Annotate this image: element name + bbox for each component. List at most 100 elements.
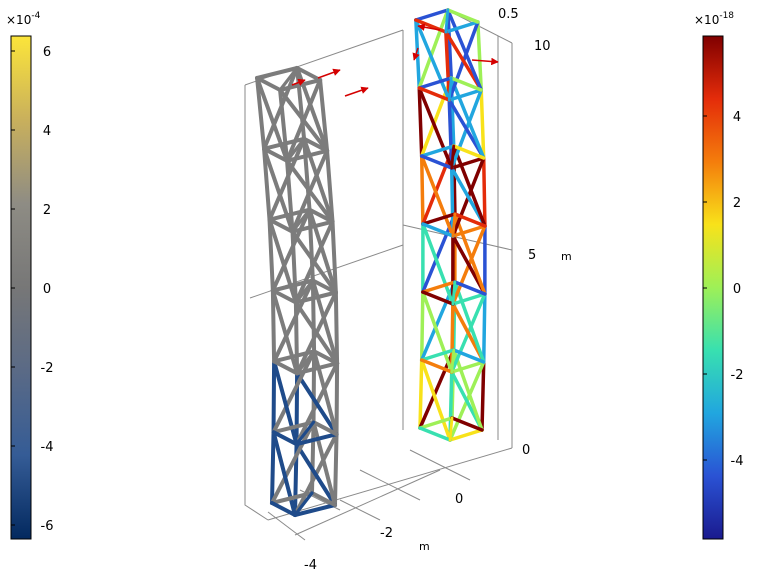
truss-member <box>278 66 299 92</box>
truss-member <box>270 288 298 305</box>
truss-member <box>476 20 483 92</box>
colorbar-tick-label: -2 <box>731 368 744 383</box>
truss-member <box>418 426 452 442</box>
truss-member <box>421 212 457 226</box>
truss-member <box>419 154 425 226</box>
truss-member <box>419 154 454 170</box>
truss-member <box>418 416 454 430</box>
truss-member <box>451 144 486 160</box>
truss-member <box>419 358 454 374</box>
truss-member <box>451 348 484 432</box>
truss-member <box>272 359 299 447</box>
truss-member <box>271 359 277 435</box>
load-arrow <box>344 86 369 97</box>
truss-member <box>285 137 306 163</box>
truss-member <box>270 278 315 293</box>
truss-member <box>449 360 486 374</box>
x-tick-label: -2 <box>380 526 393 541</box>
truss-member <box>453 280 486 364</box>
truss-member <box>262 146 290 163</box>
truss-member <box>444 8 450 34</box>
load-arrow <box>471 57 499 66</box>
grid-floor-mid-1 <box>339 499 381 521</box>
truss-member <box>333 290 340 366</box>
truss-member <box>270 501 297 517</box>
truss-member <box>294 432 339 447</box>
truss-member <box>294 278 315 305</box>
truss-member <box>272 359 300 376</box>
truss-member <box>333 432 339 507</box>
colorbar-tick-label: -4 <box>41 440 54 455</box>
truss-member <box>451 348 486 364</box>
right-colorbar-ticks: 4 2 0 -2 -4 <box>703 110 743 469</box>
truss-member <box>267 136 307 222</box>
colorbar-tick-label: -4 <box>731 454 744 469</box>
colorbar-tick-label: 2 <box>43 203 51 218</box>
z-tick-label: 5 <box>528 248 536 263</box>
truss-member <box>290 208 312 234</box>
truss-member <box>318 78 330 153</box>
truss-member <box>419 358 452 442</box>
truss-member <box>255 76 283 92</box>
truss-member <box>451 280 457 306</box>
left-truss-tower <box>255 66 340 517</box>
truss-member <box>334 361 340 437</box>
z-tick-label: 0 <box>522 443 530 458</box>
truss-member <box>417 8 450 90</box>
truss-member <box>450 144 456 170</box>
z-axis-labels: 0.5 10 5 0 m <box>498 7 572 458</box>
truss-member <box>414 18 451 102</box>
grid-floor-mid-2 <box>359 469 421 501</box>
truss-member <box>270 420 316 505</box>
z-tick-label: 10 <box>534 39 551 54</box>
colorbar-tick-label: -2 <box>41 361 54 376</box>
truss-member <box>307 207 338 295</box>
truss-member <box>270 491 314 505</box>
truss-member <box>419 154 455 238</box>
truss-member <box>449 156 486 170</box>
colorbar-tick-label: 0 <box>733 282 741 297</box>
colorbar-tick-label: 4 <box>43 124 51 139</box>
truss-member <box>311 420 337 507</box>
truss-member <box>295 361 340 376</box>
load-arrow <box>291 78 306 86</box>
grid-back-left-wall <box>244 85 269 521</box>
left-colorbar-exponent: ×10-4 <box>6 11 41 27</box>
truss-member <box>417 76 453 90</box>
truss-member <box>450 348 456 374</box>
truss-member <box>262 146 295 234</box>
truss-member <box>449 76 483 92</box>
truss-member <box>295 371 339 437</box>
grid-right-mid <box>402 224 513 251</box>
truss-member <box>255 76 290 163</box>
truss-member <box>417 86 451 102</box>
truss-member <box>451 292 487 306</box>
truss-member <box>330 219 338 295</box>
truss-member <box>272 349 317 364</box>
z-unit-label: m <box>561 250 572 263</box>
truss-member <box>294 442 337 507</box>
colorbar-tick-label: 2 <box>733 196 741 211</box>
truss-member <box>444 20 480 34</box>
truss-member <box>448 416 454 442</box>
truss-member <box>414 18 448 34</box>
truss-member <box>417 86 424 158</box>
grid-right-wall-top <box>454 13 513 44</box>
truss-member <box>285 148 330 163</box>
truss-member <box>421 222 455 238</box>
truss-member <box>451 212 457 238</box>
truss-member <box>267 207 312 222</box>
truss-member <box>447 76 453 102</box>
truss-member <box>267 217 275 293</box>
truss-member <box>267 217 298 305</box>
truss-member <box>310 278 340 366</box>
truss-member <box>419 348 456 362</box>
truss-member <box>449 76 486 160</box>
truss-member <box>325 148 335 224</box>
colorbar-tick-label: 4 <box>733 110 741 125</box>
truss-member <box>293 300 340 366</box>
truss-member <box>293 503 337 517</box>
